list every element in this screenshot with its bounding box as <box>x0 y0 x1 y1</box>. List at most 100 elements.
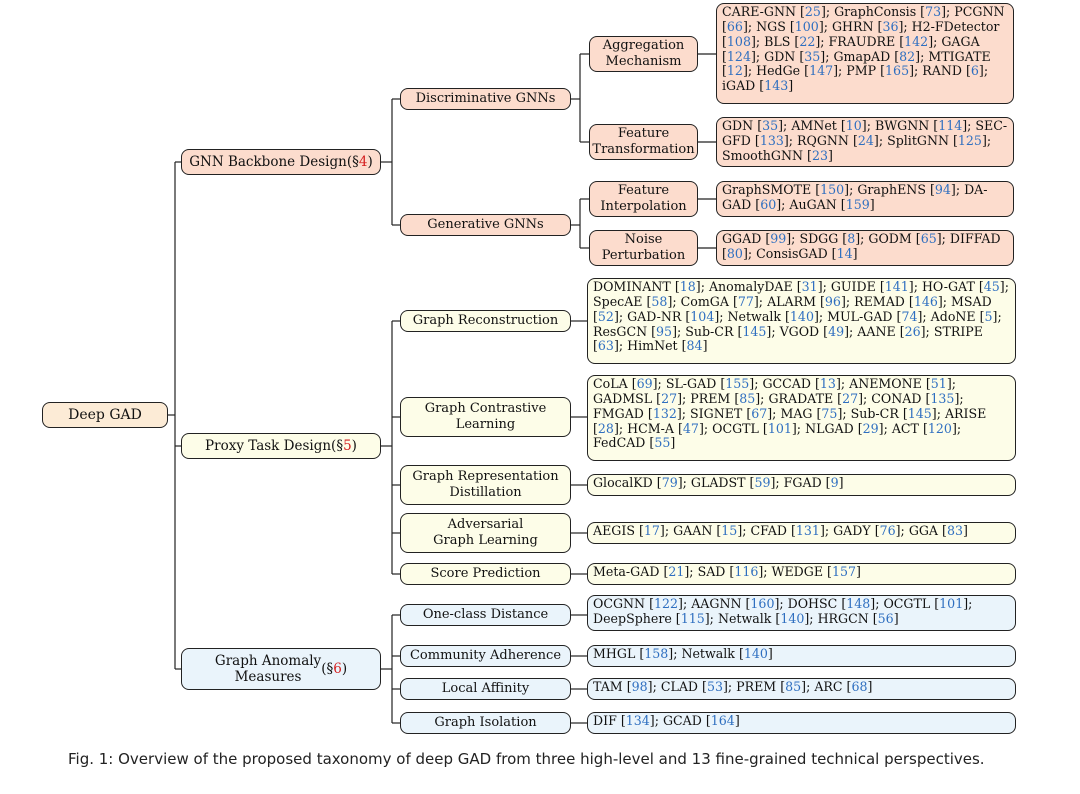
category-measures: Graph Anomaly Measures (§6) <box>181 648 381 690</box>
method-name: SL-GAD <box>665 376 717 391</box>
method-name: RQGNN <box>797 132 849 148</box>
method-name: MSAD <box>951 293 992 309</box>
citation-number: 145 <box>742 323 767 339</box>
method-name: CARE-GNN <box>722 4 796 19</box>
method-name: PCGNN <box>954 4 1005 19</box>
method-name: ANEMONE <box>849 376 922 391</box>
method-name: PREM <box>736 679 777 694</box>
method-name: GraphConsis <box>834 4 917 19</box>
citation-number: 8 <box>847 231 856 246</box>
method-name: GADMSL <box>593 390 653 406</box>
method-name: FGAD <box>783 475 822 490</box>
citation-number: 140 <box>780 610 805 626</box>
method-name: AAGNN <box>691 596 742 611</box>
technique-noise-perturbation: Noise Perturbation <box>589 230 698 266</box>
method-name: GDN <box>764 48 796 64</box>
citation-number: 56 <box>877 610 894 626</box>
subcategory-community: Community Adherence <box>400 645 571 667</box>
method-name: SplitGNN <box>887 132 949 148</box>
citation-number: 98 <box>631 679 648 694</box>
citation-number: 95 <box>656 323 673 339</box>
method-name: HimNet <box>627 338 678 354</box>
citation-number: 73 <box>925 4 942 19</box>
method-name: REMAD <box>854 293 905 309</box>
citation-number: 101 <box>939 596 964 611</box>
citation-number: 26 <box>904 323 921 339</box>
citation-number: 85 <box>785 679 802 694</box>
method-list-reconstruction: DOMINANT [18]; AnomalyDAE [31]; GUIDE [1… <box>587 278 1016 364</box>
method-name: AuGAN <box>789 196 837 212</box>
technique-feature-interpolation: Feature Interpolation <box>589 181 698 217</box>
method-name: OCGTL <box>712 420 759 436</box>
citation-number: 125 <box>957 132 982 148</box>
method-name: GAAN <box>673 523 713 538</box>
method-name: MAG <box>780 405 813 421</box>
method-name: DA-GAD <box>722 182 988 212</box>
method-name: GlocalKD <box>593 475 653 490</box>
section-ref: 4 <box>358 153 368 170</box>
citation-number: 17 <box>643 523 660 538</box>
citation-number: 164 <box>710 713 735 728</box>
citation-number: 75 <box>821 405 838 421</box>
method-name: ALARM <box>767 293 816 309</box>
citation-number: 29 <box>862 420 879 436</box>
method-name: GraphENS <box>857 182 926 197</box>
category-label: Graph Anomaly Measures <box>214 652 322 685</box>
technique-aggregation: Aggregation Mechanism <box>589 36 698 72</box>
method-name: GGA <box>908 523 939 538</box>
method-list-community: MHGL [158]; Netwalk [140] <box>587 645 1016 667</box>
category-label: GNN Backbone Design <box>189 153 347 170</box>
method-name: BLS <box>764 33 791 49</box>
subcategory-reconstruction: Graph Reconstruction <box>400 310 571 332</box>
citation-number: 60 <box>760 196 777 212</box>
subcategory-isolation: Graph Isolation <box>400 712 571 734</box>
method-name: AnomalyDAE <box>708 279 793 294</box>
subcategory-adversarial: Adversarial Graph Learning <box>400 513 571 553</box>
method-list-feature-transformation: GDN [35]; AMNet [10]; BWGNN [114]; SEC-G… <box>716 117 1014 167</box>
subcategory-contrastive: Graph Contrastive Learning <box>400 397 571 437</box>
citation-number: 134 <box>625 713 650 728</box>
citation-number: 147 <box>809 63 834 79</box>
citation-number: 150 <box>820 182 845 197</box>
method-name: GmapAD <box>833 48 891 64</box>
citation-number: 143 <box>764 78 789 94</box>
citation-number: 51 <box>930 376 947 391</box>
method-name: AANE <box>857 323 896 339</box>
citation-number: 31 <box>801 279 818 294</box>
citation-number: 36 <box>882 18 899 34</box>
method-name: GODM <box>868 231 912 246</box>
citation-number: 122 <box>653 596 679 611</box>
citation-number: 140 <box>743 646 768 661</box>
citation-number: 59 <box>754 475 771 490</box>
method-name: iGAD <box>722 78 756 94</box>
method-name: CONAD <box>871 390 922 406</box>
citation-number: 100 <box>794 18 819 34</box>
method-list-adversarial: AEGIS [17]; GAAN [15]; CFAD [131]; GADY … <box>587 522 1016 544</box>
citation-number: 99 <box>770 231 787 246</box>
citation-number: 146 <box>913 293 938 309</box>
subcategory-discriminative: Discriminative GNNs <box>400 88 571 110</box>
citation-number: 28 <box>597 420 614 436</box>
category-label: Proxy Task Design <box>205 437 332 454</box>
citation-number: 21 <box>668 564 685 579</box>
method-name: GDN <box>722 118 754 133</box>
subcategory-local: Local Affinity <box>400 678 571 700</box>
method-name: AdoNE <box>930 308 976 324</box>
citation-number: 9 <box>830 475 839 490</box>
method-name: MTIGATE <box>928 48 991 64</box>
method-name: HO-GAT <box>921 279 975 294</box>
method-name: GRADATE <box>768 390 834 406</box>
citation-number: 155 <box>725 376 750 391</box>
root-node: Deep GAD <box>42 402 168 428</box>
method-name: NGS <box>756 18 786 34</box>
method-name: GraphSMOTE <box>722 182 812 197</box>
citation-number: 76 <box>879 523 896 538</box>
citation-number: 108 <box>726 33 751 49</box>
method-name: SmoothGNN <box>722 147 804 163</box>
method-name: ConsisGAD <box>756 245 828 261</box>
citation-number: 63 <box>597 338 614 354</box>
method-name: Netwalk <box>727 308 781 324</box>
method-name: FRAUDRE <box>828 33 896 49</box>
